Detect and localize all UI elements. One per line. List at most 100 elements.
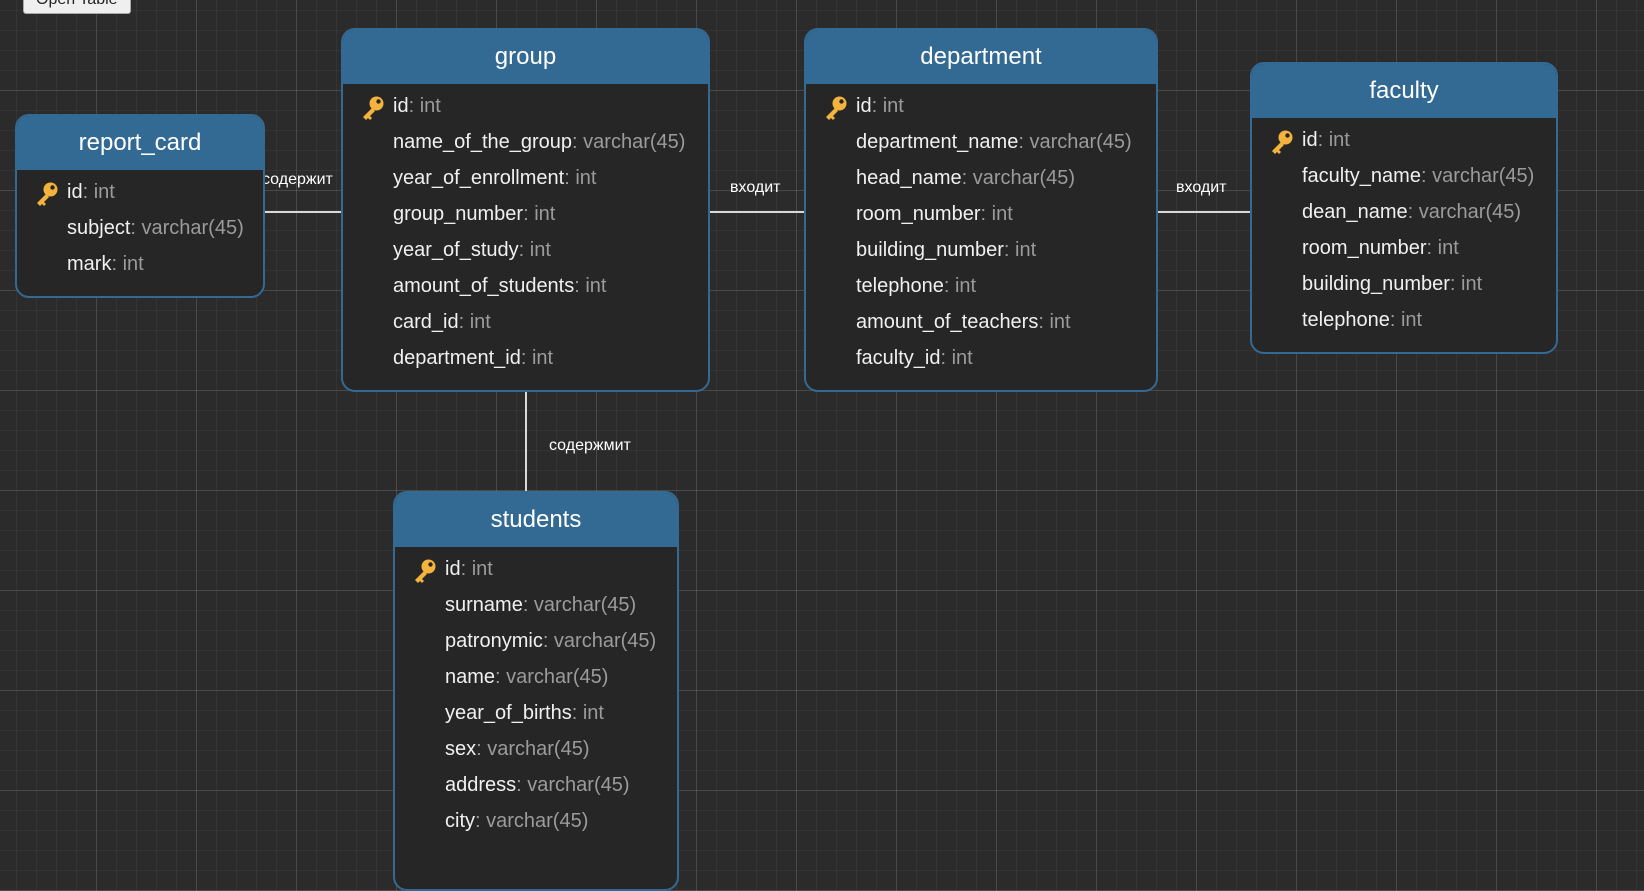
field-definition: surname: varchar(45): [445, 587, 636, 623]
field-name: card_id: [393, 311, 459, 333]
field-type: : varchar(45): [475, 810, 589, 832]
field-type: : int: [1449, 273, 1483, 295]
field-row[interactable]: head_name: varchar(45): [806, 160, 1156, 196]
field-row[interactable]: mark: int: [17, 246, 263, 282]
relationship-label: содержмит: [549, 437, 631, 454]
field-name: patronymic: [445, 630, 543, 652]
field-row[interactable]: id: int: [343, 88, 708, 124]
field-name: year_of_study: [393, 239, 519, 261]
field-definition: head_name: varchar(45): [856, 160, 1075, 196]
field-row[interactable]: name: varchar(45): [395, 659, 677, 695]
key-icon: [822, 94, 850, 122]
key-icon: [359, 94, 387, 122]
field-name: group_number: [393, 203, 524, 225]
field-type: : varchar(45): [476, 738, 590, 760]
field-row[interactable]: sex: varchar(45): [395, 731, 677, 767]
field-row[interactable]: group_number: int: [343, 196, 708, 232]
field-definition: year_of_enrollment: int: [393, 160, 596, 196]
field-name: mark: [67, 253, 112, 275]
field-row[interactable]: faculty_id: int: [806, 340, 1156, 376]
field-row[interactable]: department_name: varchar(45): [806, 124, 1156, 160]
field-row[interactable]: id: int: [395, 551, 677, 587]
field-name: id: [1302, 129, 1318, 151]
field-name: id: [445, 558, 461, 580]
field-row[interactable]: id: int: [17, 174, 263, 210]
connector-report-card-group: [264, 211, 342, 213]
field-row[interactable]: surname: varchar(45): [395, 587, 677, 623]
field-type: : int: [1426, 237, 1459, 259]
field-type: : varchar(45): [522, 594, 637, 616]
field-definition: patronymic: varchar(45): [445, 623, 656, 659]
field-name: name: [445, 666, 496, 688]
field-row[interactable]: faculty_name: varchar(45): [1252, 158, 1556, 194]
field-name: id: [393, 95, 409, 117]
connector-group-department: [709, 211, 805, 213]
field-definition: building_number: int: [856, 232, 1036, 268]
field-name: telephone: [856, 275, 944, 297]
field-row[interactable]: room_number: int: [1252, 230, 1556, 266]
field-name: head_name: [856, 167, 962, 189]
field-name: building_number: [856, 239, 1004, 261]
field-type: : int: [1003, 239, 1037, 261]
field-row[interactable]: amount_of_students: int: [343, 268, 708, 304]
field-row[interactable]: id: int: [806, 88, 1156, 124]
field-type: : int: [564, 167, 597, 189]
field-definition: room_number: int: [1302, 230, 1459, 266]
field-row[interactable]: year_of_births: int: [395, 695, 677, 731]
field-name: faculty_name: [1302, 165, 1421, 187]
key-icon: [33, 180, 61, 208]
field-definition: mark: int: [67, 246, 144, 282]
field-row[interactable]: id: int: [1252, 122, 1556, 158]
field-row[interactable]: building_number: int: [1252, 266, 1556, 302]
field-type: : int: [111, 253, 144, 275]
field-type: : int: [520, 347, 554, 369]
field-type: : int: [871, 95, 904, 117]
field-row[interactable]: name_of_the_group: varchar(45): [343, 124, 708, 160]
field-definition: id: int: [393, 88, 441, 124]
field-row[interactable]: room_number: int: [806, 196, 1156, 232]
field-definition: name: varchar(45): [445, 659, 608, 695]
field-type: : int: [980, 203, 1013, 225]
field-row[interactable]: city: varchar(45): [395, 803, 677, 839]
open-table-button[interactable]: Open Table: [23, 0, 131, 14]
field-row[interactable]: subject: varchar(45): [17, 210, 263, 246]
field-row[interactable]: amount_of_teachers: int: [806, 304, 1156, 340]
field-name: amount_of_teachers: [856, 311, 1039, 333]
field-row[interactable]: telephone: int: [806, 268, 1156, 304]
field-type: : int: [1389, 309, 1423, 331]
field-row[interactable]: telephone: int: [1252, 302, 1556, 338]
field-definition: id: int: [856, 88, 904, 124]
field-name: department_id: [393, 347, 521, 369]
relationship-label: содержит: [262, 171, 333, 188]
field-definition: year_of_study: int: [393, 232, 551, 268]
field-name: amount_of_students: [393, 275, 575, 297]
field-row[interactable]: patronymic: varchar(45): [395, 623, 677, 659]
field-name: name_of_the_group: [393, 131, 573, 153]
field-definition: dean_name: varchar(45): [1302, 194, 1521, 230]
relationship-label: входит: [1176, 179, 1227, 196]
field-row[interactable]: building_number: int: [806, 232, 1156, 268]
field-row[interactable]: dean_name: varchar(45): [1252, 194, 1556, 230]
field-type: : varchar(45): [572, 131, 686, 153]
field-name: telephone: [1302, 309, 1390, 331]
field-row[interactable]: card_id: int: [343, 304, 708, 340]
field-row[interactable]: address: varchar(45): [395, 767, 677, 803]
field-type: : int: [1317, 129, 1350, 151]
field-type: : int: [518, 239, 551, 261]
field-name: room_number: [1302, 237, 1427, 259]
field-row[interactable]: department_id: int: [343, 340, 708, 376]
field-definition: faculty_id: int: [856, 340, 973, 376]
field-row[interactable]: year_of_study: int: [343, 232, 708, 268]
field-row[interactable]: year_of_enrollment: int: [343, 160, 708, 196]
field-definition: group_number: int: [393, 196, 555, 232]
field-definition: telephone: int: [1302, 302, 1422, 338]
field-name: address: [445, 774, 517, 796]
